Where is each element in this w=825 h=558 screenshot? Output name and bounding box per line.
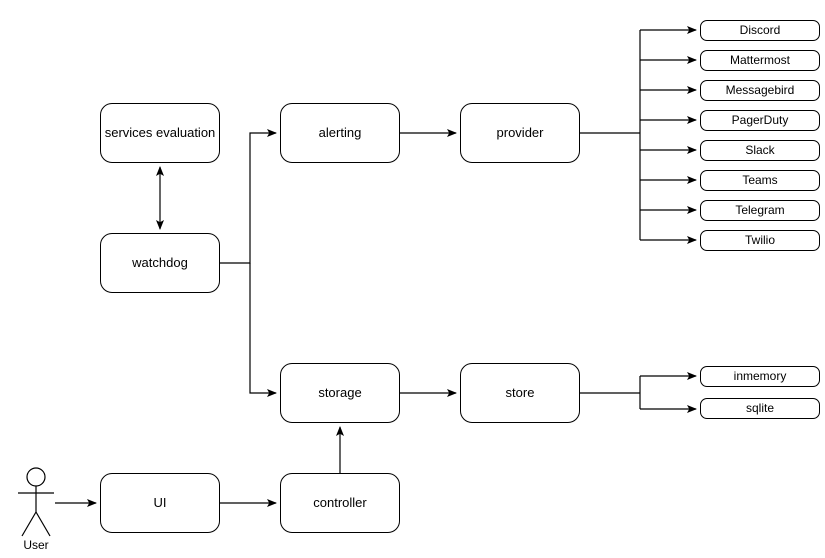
user-actor-label: User xyxy=(23,538,49,552)
node-discord[interactable]: Discord xyxy=(700,20,820,41)
node-sqlite[interactable]: sqlite xyxy=(700,398,820,419)
node-ui[interactable]: UI xyxy=(100,473,220,533)
node-storage[interactable]: storage xyxy=(280,363,400,423)
node-label: sqlite xyxy=(745,400,774,415)
node-alerting[interactable]: alerting xyxy=(280,103,400,163)
node-label: Telegram xyxy=(735,202,785,217)
edge-watchdog-to-storage xyxy=(249,263,277,397)
node-label: watchdog xyxy=(132,254,188,270)
node-label: store xyxy=(505,384,535,400)
node-label: Slack xyxy=(745,142,775,157)
node-label: Mattermost xyxy=(729,52,790,67)
node-label: Twilio xyxy=(744,232,775,247)
node-label: UI xyxy=(153,494,167,510)
node-slack[interactable]: Slack xyxy=(700,140,820,161)
node-watchdog[interactable]: watchdog xyxy=(100,233,220,293)
node-label: inmemory xyxy=(733,368,787,383)
node-provider[interactable]: provider xyxy=(460,103,580,163)
node-messagebird[interactable]: Messagebird xyxy=(700,80,820,101)
node-label: alerting xyxy=(318,124,362,140)
node-telegram[interactable]: Telegram xyxy=(700,200,820,221)
node-label: provider xyxy=(496,124,544,140)
node-controller[interactable]: controller xyxy=(280,473,400,533)
node-services-evaluation[interactable]: services evaluation xyxy=(100,103,220,163)
node-label: services evaluation xyxy=(104,124,216,140)
stick-figure-icon xyxy=(18,467,54,537)
node-label: Messagebird xyxy=(725,82,795,97)
node-label: storage xyxy=(318,384,362,400)
node-label: PagerDuty xyxy=(731,112,789,127)
node-twilio[interactable]: Twilio xyxy=(700,230,820,251)
node-label: controller xyxy=(313,494,367,510)
node-inmemory[interactable]: inmemory xyxy=(700,366,820,387)
node-label: Discord xyxy=(739,22,781,37)
node-store[interactable]: store xyxy=(460,363,580,423)
node-pagerduty[interactable]: PagerDuty xyxy=(700,110,820,131)
node-label: Teams xyxy=(742,172,778,187)
edge-watchdog-to-alerting xyxy=(220,129,277,264)
node-mattermost[interactable]: Mattermost xyxy=(700,50,820,71)
node-teams[interactable]: Teams xyxy=(700,170,820,191)
